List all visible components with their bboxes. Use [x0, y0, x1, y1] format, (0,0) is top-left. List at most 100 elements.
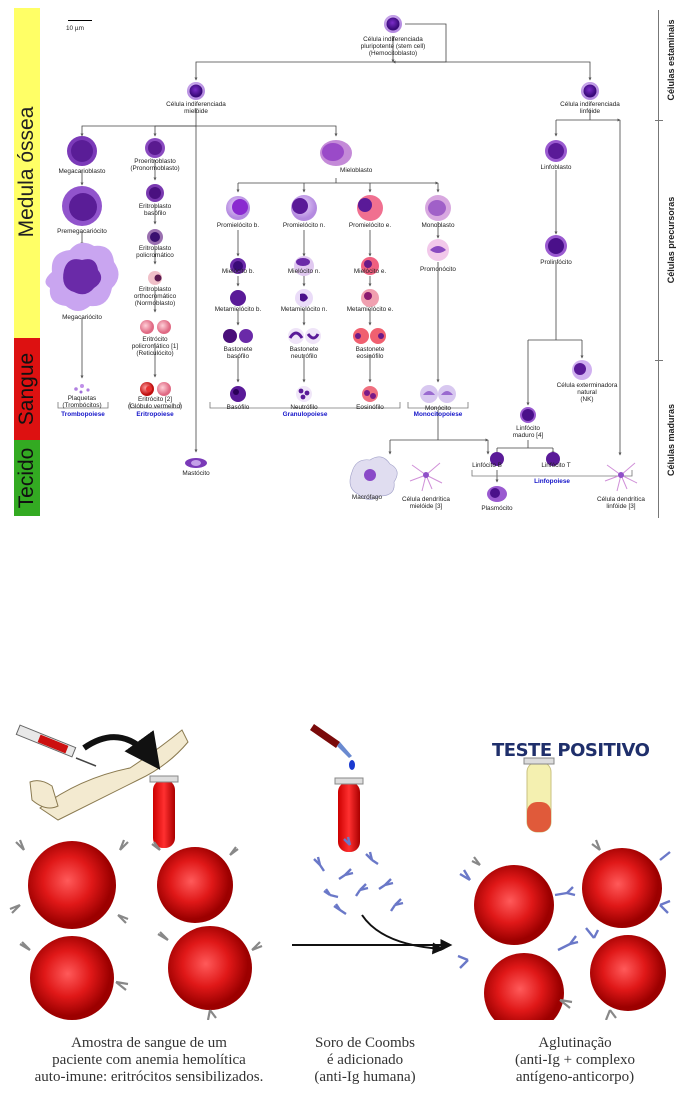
- promonocito-cell: [427, 239, 449, 261]
- label-premegacariocito: Premegacariócito: [57, 228, 107, 235]
- bastonete-neutrofilo-cell: [288, 328, 321, 344]
- label-promonocito: Promonócito: [420, 266, 456, 273]
- label-promielocito-b: Promielócito b.: [216, 222, 260, 229]
- label-megacarioblasto: Megacarioblasto: [58, 168, 106, 175]
- metamielocito-n-cell: [295, 289, 313, 307]
- proeritroblasto-cell: [145, 138, 165, 158]
- process-arrow-curve: [361, 914, 445, 955]
- coombs-reagent-dropper: [310, 724, 355, 770]
- band-tecido: [14, 440, 40, 516]
- label-reticulocito: Eritrócito policromático [1] (Reticulóci…: [131, 336, 179, 357]
- eritroblasto-basofilo-cell: [146, 184, 164, 202]
- label-neutrofilo: Neutrófilo: [290, 404, 318, 411]
- label-eritroblasto-basofilo: Eritroblasto basófilo: [138, 203, 172, 217]
- band-sangue: [14, 338, 40, 440]
- macrofago-cell: [349, 456, 398, 500]
- promielocito-e-cell: [357, 195, 383, 221]
- bastonete-basofilo-cell: [223, 329, 253, 343]
- mielocito-n-cell: [294, 256, 314, 276]
- mieloblasto-cell: [320, 140, 352, 166]
- scale-bar-label: 10 µm: [66, 25, 84, 32]
- coombs-drawing: [9, 724, 671, 1020]
- label-eritroblasto-policromatico: Eritroblasto policromático: [136, 245, 174, 259]
- label-plasmocito: Plasmócito: [481, 505, 513, 512]
- label-metamielocito-n: Metamielócito n.: [280, 306, 328, 313]
- dendritica-mieloide-cell: [409, 462, 443, 492]
- promielocito-n-cell: [291, 195, 317, 221]
- mielocito-e-cell: [361, 257, 379, 275]
- label-trombopoiese: Trombopoiese: [61, 411, 105, 418]
- linfocito-maduro-cell: [520, 407, 536, 423]
- band-medula: [14, 8, 40, 338]
- right-divider: [658, 10, 659, 518]
- label-eritropoiese: Eritropoiese: [136, 411, 174, 418]
- label-promielocito-e: Promielócito e.: [348, 222, 392, 229]
- label-nk: Célula exterminadora natural (NK): [556, 382, 618, 403]
- label-mieloblasto: Mieloblasto: [340, 167, 373, 174]
- label-macrofago: Macrófago: [351, 494, 383, 501]
- caption-agglutination: Aglutinação (anti-Ig + complexo antígeno…: [514, 1035, 636, 1085]
- megacarioblasto-cell: [67, 136, 97, 166]
- label-eritrocito: Eritrócito [2] (Glóbulo vermelho): [127, 396, 183, 410]
- label-eritroblasto-ortocromatico: Eritroblasto orthocromático (Normoblasto…: [133, 286, 177, 307]
- agglutinated-erythrocytes: [457, 839, 671, 1020]
- label-mielocito-e: Mielócito e.: [353, 268, 387, 275]
- label-eosinofilo: Eosinófilo: [356, 404, 384, 411]
- neutrofilo-cell: [296, 386, 312, 402]
- basofilo-cell: [230, 386, 246, 402]
- label-linfoide: Célula indiferenciada linfóide: [560, 101, 620, 115]
- label-megacariocito: Megacariócito: [62, 314, 102, 321]
- serum-tube: [334, 777, 364, 852]
- monocito-cell: [420, 385, 456, 403]
- label-mastocito: Mastócito: [182, 470, 210, 477]
- bastonete-eosinofilo-cell: [353, 328, 386, 344]
- caption-sample: Amostra de sangue de um paciente com ane…: [34, 1035, 264, 1085]
- eritroblasto-policromatico-cell: [147, 229, 163, 245]
- promielocito-b-cell: [226, 196, 250, 220]
- right-tick-1: [655, 120, 663, 121]
- label-monocitopoiese: Monocitopoiese: [413, 411, 463, 418]
- teste-positivo-title: TESTE POSITIVO: [492, 740, 650, 761]
- eosinofilo-cell: [362, 386, 378, 402]
- label-linfocito-b: Linfócito B: [472, 462, 502, 469]
- label-stem: Célula indiferenciada pluripotente (stem…: [360, 36, 426, 57]
- label-monoblasto: Monoblasto: [421, 222, 455, 229]
- metamielocito-e-cell: [361, 289, 379, 307]
- mielocito-b-cell: [230, 258, 246, 274]
- label-dendritica-linfoide: Célula dendrítica linfóide [3]: [597, 496, 645, 510]
- label-metamielocito-b: Metamielócito b.: [214, 306, 262, 313]
- lineage-lines: [57, 23, 633, 483]
- monoblasto-cell: [425, 195, 451, 221]
- megacariocito-cell: [45, 242, 119, 311]
- linfocito-t-cell: [546, 452, 560, 466]
- metamielocito-b-cell: [230, 290, 246, 306]
- label-linfoblasto: Linfoblasto: [540, 164, 572, 171]
- nk-cell: [572, 360, 592, 380]
- label-proeritroblasto: Proeritroblasto (Pronormoblasto): [130, 158, 180, 172]
- linfoide-cell: [581, 82, 599, 100]
- reticulocito-cell: [140, 320, 171, 334]
- anti-ig-antibodies: [313, 836, 404, 915]
- scale-bar: [68, 20, 92, 21]
- eritrocito-cell: [140, 382, 171, 396]
- cell-drawings: [45, 15, 638, 502]
- label-plaquetas: Plaquetas (Trombócitos): [62, 395, 102, 409]
- sample-tube: [149, 775, 179, 848]
- label-linfocito-maduro: Linfócito maduro [4]: [512, 425, 544, 439]
- linfoblasto-cell: [545, 140, 567, 162]
- label-dendritica-mieloide: Célula dendrítica mielóide [3]: [402, 496, 450, 510]
- label-metamielocito-e: Metamielócito e.: [346, 306, 394, 313]
- linfocito-b-cell: [490, 452, 504, 466]
- label-basofilo: Basófilo: [226, 404, 250, 411]
- label-mieloide: Célula indiferenciada mielóide: [166, 101, 226, 115]
- label-mielocito-n: Mielócito n.: [287, 268, 321, 275]
- arm-syringe: [15, 724, 189, 821]
- mastocito-cell: [185, 458, 207, 468]
- stem-cell: [384, 15, 402, 33]
- label-granulopoiese: Granulopoiese: [282, 411, 328, 418]
- premegacariocito-cell: [62, 186, 102, 226]
- label-linfocito-t: Linfócito T: [541, 462, 571, 469]
- label-bastonete-eosinofilo: Bastonete eosinófilo: [355, 346, 385, 360]
- plasmocito-cell: [487, 486, 507, 502]
- plaquetas-cell: [74, 384, 90, 394]
